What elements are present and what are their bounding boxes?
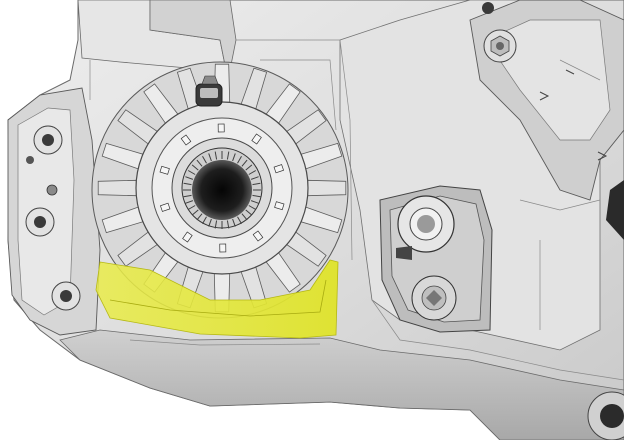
right-mount [379, 185, 493, 333]
spline-tooth [237, 155, 242, 164]
radial-rib [307, 179, 347, 197]
highlight-inner-edge [109, 279, 327, 317]
spline-tooth [252, 182, 261, 186]
shaft-splines [183, 151, 261, 229]
spline-tooth [196, 159, 203, 167]
spline-tooth [241, 159, 248, 167]
bearing-slot [160, 202, 171, 212]
bearing-slot [252, 230, 264, 242]
highlight-region [95, 259, 339, 339]
bearing-slot [274, 201, 285, 211]
lower-right-boss [587, 391, 624, 440]
spline-tooth [214, 220, 218, 229]
spline-tooth [183, 194, 192, 198]
bearing-slot [182, 231, 193, 243]
spline-tooth [183, 182, 192, 186]
spline-tooth [202, 155, 207, 164]
spline-tooth [187, 170, 196, 175]
shaft-bore [192, 160, 252, 220]
spline-tooth [248, 205, 257, 210]
bearing-slots [159, 123, 285, 253]
arm-slot [606, 180, 624, 240]
radial-rib [97, 179, 137, 197]
radial-ribs [97, 63, 347, 313]
spline-tooth [208, 218, 212, 227]
spline-tooth [250, 176, 259, 180]
spline-tooth [191, 164, 199, 171]
spline-tooth [214, 151, 218, 160]
bearing-slot [251, 133, 262, 145]
spline-tooth [245, 164, 253, 171]
spline-tooth [185, 176, 194, 180]
bearing-slot [273, 164, 284, 174]
spline-tooth [232, 153, 236, 162]
spline-tooth [187, 205, 196, 210]
spline-tooth [191, 209, 199, 216]
bearing-slot [217, 123, 225, 133]
left-bolts [25, 125, 81, 311]
spline-tooth [202, 216, 207, 225]
arrow-markings [539, 69, 608, 161]
spline-tooth [241, 213, 248, 221]
upper-right-arm-face [485, 19, 611, 141]
bearing-slot [180, 134, 192, 146]
spline-tooth [196, 213, 203, 221]
spline-tooth [208, 153, 212, 162]
spline-tooth [245, 209, 253, 216]
spline-tooth [226, 151, 230, 160]
lower-flange [59, 329, 624, 440]
spline-tooth [248, 170, 257, 175]
spline-tooth [232, 218, 236, 227]
spline-tooth [252, 194, 261, 198]
edge-lines [89, 39, 624, 381]
spline-tooth [237, 216, 242, 225]
spline-tooth [226, 220, 230, 229]
sensor-plug [195, 75, 223, 107]
bearing-slot [219, 243, 227, 253]
spline-tooth [185, 200, 194, 204]
spline-tooth [250, 200, 259, 204]
top-right-bolt [483, 29, 517, 63]
bearing-slot [159, 165, 170, 175]
corner-hole-icon [482, 2, 494, 14]
